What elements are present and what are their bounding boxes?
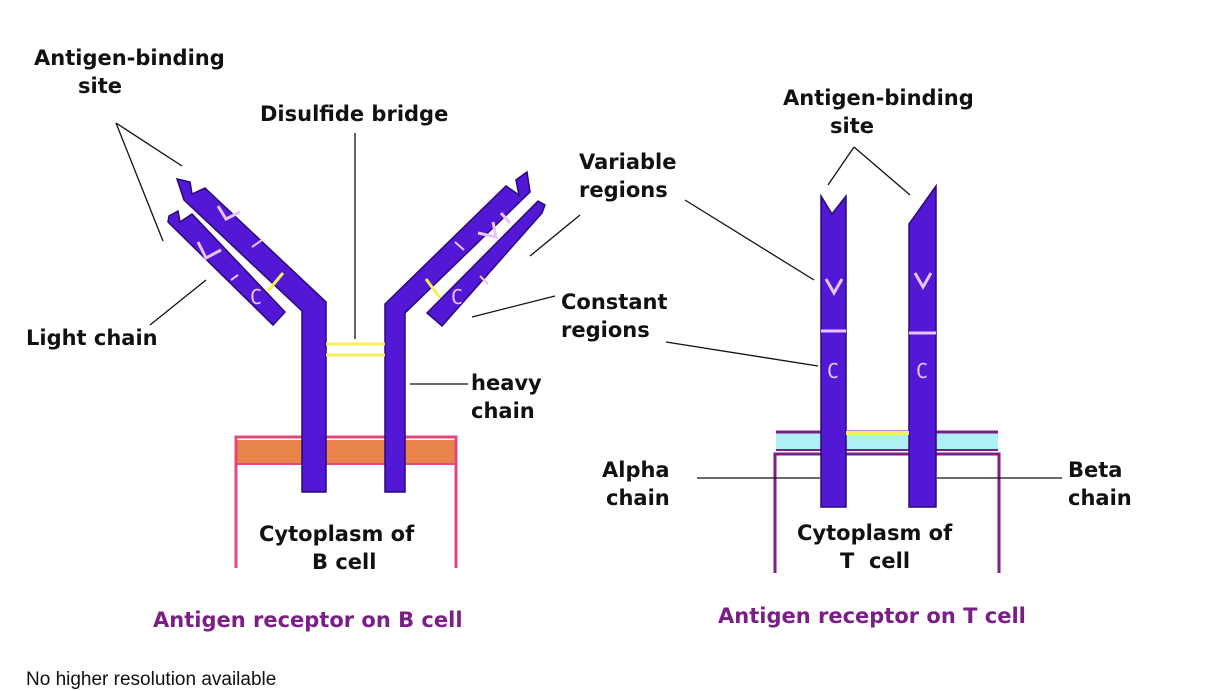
constant-regions-leader-t [665,341,819,367]
constant-regions-label-line2: regions [561,318,650,342]
b-antigen-binding-site-label-line2: site [78,74,122,98]
b-right-heavy-chain [384,170,531,493]
b-right-light-binding-notch [499,211,512,225]
b-left-heavy-binding-notch [216,205,241,221]
alpha-chain-label-line1: Alpha [602,458,670,482]
b-right-heavy-region-boundary [454,241,465,251]
b-cell-receptor: C C Antigen-binding site Disulfide bridg… [26,46,546,632]
b-left-light-chain [167,209,287,327]
beta-binding-notch [913,272,933,291]
t-binding-site-leader-1 [827,146,855,186]
b-membrane-band [236,440,456,464]
b-right-light-region-boundary [479,275,489,285]
t-antigen-binding-site-label-line2: site [830,114,874,138]
variable-regions-label-line1: Variable [579,150,676,174]
alpha-chain-label-line2: chain [606,486,670,510]
t-antigen-binding-site-label-line1: Antigen-binding [783,86,974,110]
b-cell-caption: Antigen receptor on B cell [153,608,463,632]
t-membrane-outline [773,452,1001,573]
b-right-light-chain [425,200,546,328]
alpha-chain [820,193,847,508]
b-left-constant-mark: C [250,285,262,309]
heavy-chain-label-line2: chain [471,399,535,423]
b-antigen-binding-site-label-line1: Antigen-binding [34,46,225,70]
t-cytoplasm-label-line1: Cytoplasm of [797,521,953,545]
b-right-heavy-binding-notch [477,221,498,239]
b-cytoplasm-label-line2: B cell [312,550,376,574]
t-cell-receptor: C C Antigen-binding site Variable region… [471,86,1132,628]
b-leader-lines [115,122,468,385]
b-left-heavy-chain [175,177,327,493]
b-left-light-binding-notch [196,241,222,261]
b-right-heavy-light-disulfide [424,278,442,299]
beta-chain-label-line2: chain [1068,486,1132,510]
b-left-heavy-region-boundary [251,239,263,248]
b-cytoplasm-label-line1: Cytoplasm of [259,522,415,546]
b-binding-site-leader-1 [115,122,183,167]
t-binding-site-leader-2 [853,146,911,196]
b-cell-membrane [234,435,458,568]
b-left-light-region-boundary [230,274,239,281]
beta-chain-label-line1: Beta [1068,458,1122,482]
variable-regions-leader-t [684,199,815,281]
footer-note: No higher resolution available [26,669,277,690]
t-leader-lines [471,146,1062,479]
b-binding-site-leader-2 [115,122,164,242]
light-chain-label: Light chain [26,326,158,350]
variable-regions-leader-b [529,214,581,257]
disulfide-bridge-label: Disulfide bridge [260,102,448,126]
beta-constant-mark: C [916,359,928,383]
variable-regions-label-line2: regions [579,178,668,202]
light-chain-leader [149,279,207,326]
constant-regions-label-line1: Constant [561,290,668,314]
b-right-constant-mark: C [451,285,463,309]
constant-regions-leader-b [471,295,556,318]
alpha-binding-notch [824,278,844,297]
b-membrane-outline [234,435,458,568]
b-left-heavy-light-disulfide [266,272,285,292]
alpha-constant-mark: C [827,359,839,383]
t-cytoplasm-label-line2: T cell [840,549,910,573]
t-cell-caption: Antigen receptor on T cell [718,604,1026,628]
heavy-chain-label-line1: heavy [471,371,542,395]
beta-chain [908,183,937,508]
